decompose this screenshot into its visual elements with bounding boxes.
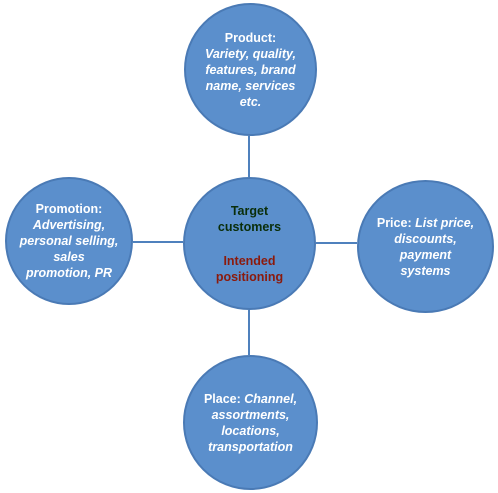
product-text: Product: Variety, quality, features, bra… xyxy=(195,30,307,110)
target-line-2: customers xyxy=(217,219,282,234)
price-desc-line-2: discounts, xyxy=(394,231,457,246)
promotion-desc-line-3: sales xyxy=(53,250,85,264)
price-line-1: Price: List price, xyxy=(370,215,482,231)
product-circle: Product: Variety, quality, features, bra… xyxy=(184,3,317,136)
place-text: Place: Channel, assortments, locations, … xyxy=(192,391,310,455)
product-desc-line-4: etc. xyxy=(239,94,262,109)
product-title: Product: xyxy=(224,30,277,45)
promotion-desc-line-4: promotion, PR xyxy=(25,266,113,280)
connector-price xyxy=(316,242,357,244)
place-title: Place: xyxy=(203,391,241,406)
price-desc-line-3: payment xyxy=(399,247,452,262)
product-desc-line-1: Variety, quality, xyxy=(204,46,296,61)
promotion-desc-line-2: personal selling, xyxy=(19,234,119,248)
place-desc-line-3: locations, xyxy=(221,423,280,438)
product-desc-line-2: features, brand xyxy=(205,62,296,77)
price-title: Price: xyxy=(376,215,412,230)
promotion-title: Promotion: xyxy=(35,202,103,216)
place-desc-line-2: assortments, xyxy=(211,407,290,422)
promotion-circle: Promotion: Advertising, personal selling… xyxy=(5,177,133,305)
intended-positioning-label: Intended positioning xyxy=(216,253,283,285)
target-line-1: Target xyxy=(230,203,269,218)
place-desc-line-4: transportation xyxy=(208,439,293,454)
positioning-line-1: Intended xyxy=(223,253,276,268)
center-circle: Target customers Intended positioning xyxy=(183,177,316,310)
connector-product xyxy=(248,136,250,177)
promotion-text: Promotion: Advertising, personal selling… xyxy=(17,201,121,281)
positioning-line-2: positioning xyxy=(215,269,284,284)
connector-promotion xyxy=(133,241,183,243)
target-customers-label: Target customers xyxy=(218,203,281,235)
price-text: Price: List price, discounts, payment sy… xyxy=(370,215,482,279)
product-desc-line-3: name, services xyxy=(205,78,296,93)
place-desc-line-1: Channel, xyxy=(244,391,298,406)
place-circle: Place: Channel, assortments, locations, … xyxy=(183,355,318,490)
promotion-desc-line-1: Advertising, xyxy=(32,218,106,232)
place-line-1: Place: Channel, xyxy=(192,391,310,407)
price-desc-line-1: List price, xyxy=(415,215,475,230)
price-desc-line-4: systems xyxy=(400,263,451,278)
connector-place xyxy=(248,310,250,355)
price-circle: Price: List price, discounts, payment sy… xyxy=(357,180,494,313)
